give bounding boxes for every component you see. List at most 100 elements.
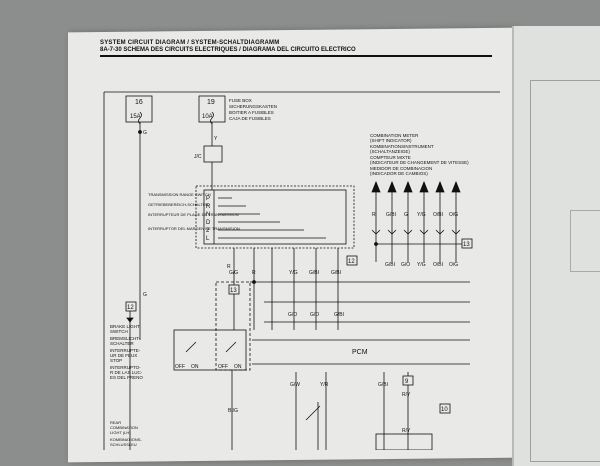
- range-switch-outline: [195, 185, 355, 249]
- meter-legend-3: KOMBINATIONSINSTRUMENT: [370, 144, 434, 149]
- wire-r-label: R: [227, 264, 231, 270]
- header-title-line2-text: SCHEMA DES CIRCUITS ELECTRIQUES / DIAGRA…: [123, 47, 356, 53]
- brake-legend-1: BRAKE LIGHT: [110, 324, 140, 329]
- brake-arrow: [126, 317, 134, 323]
- connector-12-box-b: [125, 301, 137, 312]
- wire-gw-label: G/W: [290, 382, 300, 388]
- brake-legend-10: ES DEL FRENO: [110, 375, 143, 380]
- page-ref: 8A-7-30: [100, 47, 122, 53]
- connector-12-a: 12: [348, 259, 355, 265]
- brake-legend-7: STOP: [110, 358, 122, 363]
- wire-mid-1: G/O: [288, 312, 297, 318]
- connector-12-b: 12: [127, 305, 134, 311]
- meter-wire-1: R: [372, 212, 376, 218]
- rear-legend-5: SCHLUSSLEU: [110, 442, 137, 447]
- fuse-16-symbol: [138, 111, 142, 125]
- jc-label: J/C: [194, 154, 202, 160]
- wire-row-5: G/BI: [331, 270, 341, 276]
- connector-10-box: [439, 403, 451, 414]
- pos-l: L: [206, 236, 210, 242]
- connector-13-box-a: [461, 238, 473, 249]
- meter-legend-6: (INDICATEUR DE CHANGEMENT DE VITESSE): [370, 160, 469, 165]
- connector-13-a: 13: [463, 242, 470, 248]
- pos-p: P: [206, 196, 210, 202]
- wiring-diagram: 16 15A 19 10A FUSE BOX SICHERUNGSKASTEN …: [103, 91, 500, 450]
- connector-13-b: 13: [230, 288, 237, 294]
- pcm-inner-dashed: [215, 281, 251, 371]
- fuse-legend-4: CAJA DE FUSIBLES: [229, 116, 271, 121]
- meter-wire-3: G: [404, 212, 408, 218]
- lower-switch: [305, 402, 321, 450]
- fuse-16-num: 16: [135, 99, 143, 106]
- header-title-line1: SYSTEM CIRCUIT DIAGRAM / SYSTEM-SCHALTDI…: [100, 40, 280, 46]
- rear-legend-1: REAR: [110, 420, 121, 425]
- meter-wire-low-2: G/O: [401, 262, 410, 268]
- wire-gbi-label: G/BI: [378, 382, 388, 388]
- range-switch-contacts: [218, 197, 326, 239]
- wire-mid-3: G/BI: [334, 312, 344, 318]
- wire-g-label: G: [143, 130, 147, 136]
- meter-connector-chevrons: [371, 229, 461, 235]
- right-page-diagram-box: [570, 210, 600, 272]
- meter-wire-low-1: G/BI: [385, 262, 395, 268]
- meter-wires: [375, 186, 457, 262]
- meter-wire-5: O/BI: [433, 212, 443, 218]
- meter-wire-6: O/G: [449, 212, 458, 218]
- range-switch-grid: [203, 189, 347, 245]
- brake-legend-3: BREMSLICHT-: [110, 336, 141, 341]
- wire-big-label: BI/G: [228, 408, 238, 414]
- connector-10: 10: [441, 407, 448, 413]
- brake-legend-8: INTERRUPTO-: [110, 365, 141, 370]
- right-page: [512, 26, 600, 466]
- brake-off-1: OFF: [175, 364, 185, 370]
- meter-legend-7: MEDIDOR DE COMBINACION: [370, 166, 432, 171]
- fuse-19-num: 19: [207, 99, 215, 106]
- brake-switch-blades: [185, 341, 237, 353]
- brake-legend-5: INTERRUPTE-: [110, 348, 141, 353]
- meter-wire-low-3: Y/G: [417, 262, 426, 268]
- wire-row-2: R: [252, 270, 256, 276]
- lower-component-box: [375, 433, 433, 450]
- fuse-legend-2: SICHERUNGSKASTEN: [229, 104, 277, 109]
- meter-wire-4: Y/G: [417, 212, 426, 218]
- brake-switch-box: [173, 329, 247, 371]
- wire-row-4: G/BI: [309, 270, 319, 276]
- connector-9-box: [402, 375, 414, 386]
- fuse-19-symbol: [210, 111, 214, 125]
- brake-legend-2: SWITCH: [110, 329, 128, 334]
- connector-12-box-a: [346, 255, 358, 266]
- brake-legend-9: R DE LAS LUC-: [110, 370, 143, 375]
- wire-y-label: Y: [214, 136, 218, 142]
- brake-off-2: OFF: [218, 364, 228, 370]
- meter-wire-low-4: O/BI: [433, 262, 443, 268]
- wire-ry-1: R/Y: [402, 392, 411, 398]
- meter-legend-1: COMBINATION METER: [370, 133, 419, 138]
- rear-legend-2: COMBINATION: [110, 425, 138, 430]
- jc-box: [203, 145, 223, 163]
- meter-legend-5: COMPTEUR MIXTE: [370, 155, 411, 160]
- rear-legend-3: LIGHT (LH): [110, 430, 131, 435]
- pos-r: R: [206, 204, 211, 210]
- switch-legend-4: INTERRUPTOR DEL MARGEN DE TRANSMISION: [148, 226, 240, 231]
- connector-13-box-b: [228, 284, 240, 295]
- switch-legend-2: GETRIEBEBEREICH-SCHALTER: [148, 202, 208, 207]
- header-rule: [100, 55, 492, 57]
- wire-row-1: G/G: [229, 270, 238, 276]
- brake-legend-6: UR DE FEUX: [110, 353, 137, 358]
- lower-wires: [295, 372, 409, 450]
- brake-legend-4: SCHALTER: [110, 341, 134, 346]
- meter-legend-4: (SCHALTANZEIGE): [370, 149, 410, 154]
- header-title-line2: 8A-7-30 SCHEMA DES CIRCUITS ELECTRIQUES …: [100, 47, 356, 53]
- fuse-legend-3: BOITIER A FUSIBLES: [229, 110, 274, 115]
- pcm-label: PCM: [352, 349, 368, 356]
- brake-on-2: ON: [234, 364, 242, 370]
- fuse-19-rating: 10A: [202, 114, 213, 120]
- pos-d: D: [206, 220, 211, 226]
- brake-on-1: ON: [191, 364, 199, 370]
- meter-wire-2: G/BI: [386, 212, 396, 218]
- switch-legend-1: TRANSMISSION RANGE SWITCH: [148, 192, 211, 197]
- rear-legend-4: KOMBINATIONS-: [110, 437, 142, 442]
- connector-9: 9: [405, 379, 409, 385]
- wire-yr-label: Y/R: [320, 382, 329, 388]
- pos-n: N: [206, 212, 210, 218]
